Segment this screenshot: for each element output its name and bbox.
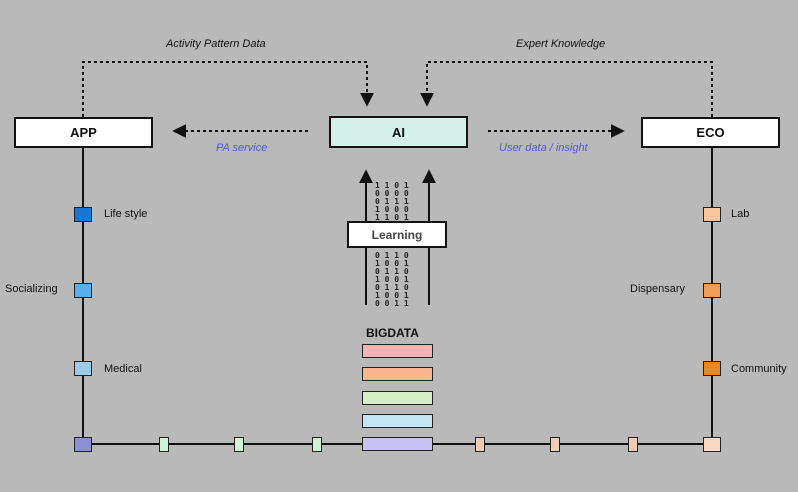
ai-box: AI: [329, 116, 468, 148]
ai-label: AI: [392, 124, 405, 140]
learning-label: Learning: [371, 227, 423, 242]
expert-flow-arrow: [420, 61, 713, 117]
bottom-right-node-1: [475, 437, 485, 452]
user-data-label: User data / insight: [499, 142, 588, 154]
app-box: APP: [14, 117, 153, 148]
bigdata-bar-4: [362, 414, 433, 428]
eco-box: ECO: [641, 117, 780, 148]
bottom-left-node-1: [159, 437, 169, 452]
lab-node: [703, 207, 721, 222]
expert-knowledge-label: Expert Knowledge: [516, 38, 606, 50]
bottom-left-node-2: [234, 437, 244, 452]
medical-node: [74, 361, 92, 376]
bigdata-bar-2: [362, 367, 433, 381]
community-label: Community: [731, 363, 787, 375]
bottom-right-node-2: [550, 437, 560, 452]
bigdata-bar-3: [362, 391, 433, 405]
lifestyle-label: Life style: [104, 208, 148, 220]
bottom-right-corner-node: [703, 437, 721, 452]
lab-label: Lab: [731, 208, 750, 220]
learning-box: Learning: [347, 221, 447, 248]
activity-flow-arrow: [82, 61, 374, 117]
bigdata-bar-5: [362, 437, 433, 451]
bigdata-label: BIGDATA: [366, 326, 419, 340]
bigdata-bar-1: [362, 344, 433, 358]
app-label: APP: [70, 125, 97, 140]
dispensary-node: [703, 283, 721, 298]
bottom-left-corner-node: [74, 437, 92, 452]
dispensary-label: Dispensary: [630, 283, 686, 295]
socializing-node: [74, 283, 92, 298]
bottom-right-node-3: [628, 437, 638, 452]
community-node: [703, 361, 721, 376]
socializing-label: Socializing: [5, 283, 58, 295]
pa-service-label: PA service: [216, 142, 268, 154]
eco-label: ECO: [696, 125, 725, 140]
medical-label: Medical: [104, 363, 142, 375]
bottom-left-node-3: [312, 437, 322, 452]
activity-pattern-label: Activity Pattern Data: [166, 38, 266, 50]
lifestyle-node: [74, 207, 92, 222]
binary-stream-bottom: 0 1 1 0 1 0 0 1 0 1 1 0 1 0 0 1 0 1 1 0 …: [375, 251, 409, 308]
